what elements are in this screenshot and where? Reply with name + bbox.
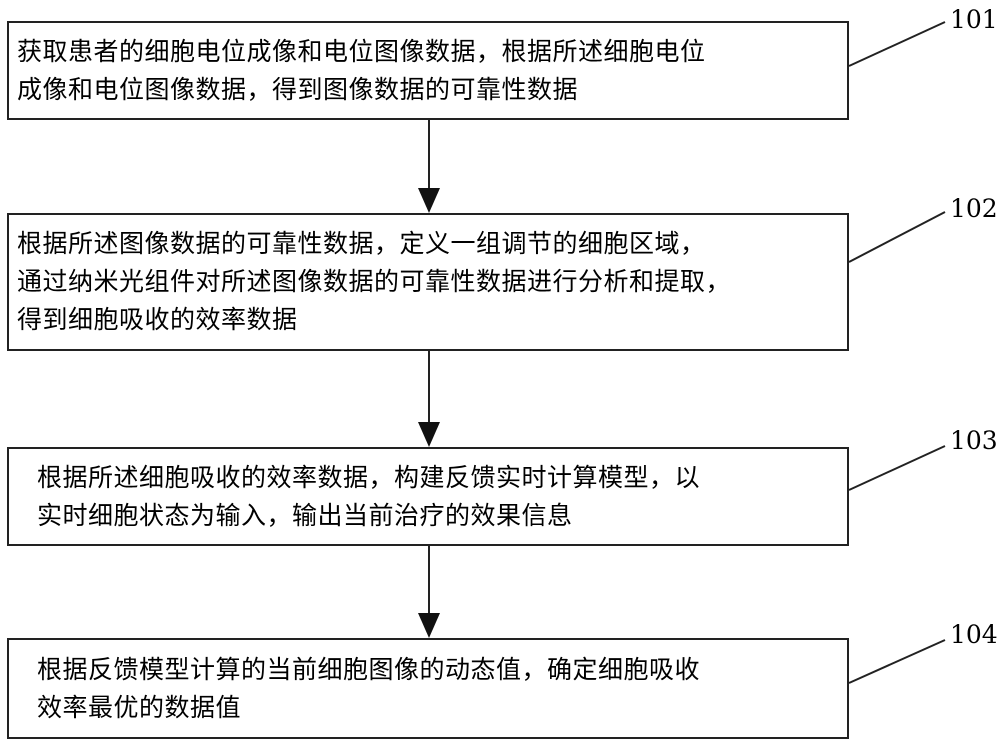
ref-label-104: 104 <box>950 620 998 649</box>
step-104-line-2: 效率最优的数据值 <box>37 692 242 722</box>
step-102-line-3: 得到细胞吸收的效率数据 <box>17 305 298 334</box>
step-text-103: 根据所述细胞吸收的效率数据，构建反馈实时计算模型，以 实时细胞状态为输入，输出当… <box>37 459 700 535</box>
step-text-102: 根据所述图像数据的可靠性数据，定义一组调节的细胞区域， 通过纳米光组件对所述图像… <box>17 225 731 339</box>
step-box-101: 获取患者的细胞电位成像和电位图像数据，根据所述细胞电位 成像和电位图像数据，得到… <box>7 21 849 120</box>
step-102-line-1: 根据所述图像数据的可靠性数据，定义一组调节的细胞区域， <box>17 229 706 258</box>
step-102-line-2: 通过纳米光组件对所述图像数据的可靠性数据进行分析和提取， <box>17 267 732 296</box>
leader-line-103 <box>848 445 946 491</box>
step-text-101: 获取患者的细胞电位成像和电位图像数据，根据所述细胞电位 成像和电位图像数据，得到… <box>17 33 706 109</box>
ref-label-103: 103 <box>950 426 998 455</box>
step-101-line-1: 获取患者的细胞电位成像和电位图像数据，根据所述细胞电位 <box>17 36 706 66</box>
leader-line-104 <box>848 639 946 684</box>
step-box-104: 根据反馈模型计算的当前细胞图像的动态值，确定细胞吸收 效率最优的数据值 <box>7 638 849 739</box>
ref-label-101: 101 <box>950 5 998 34</box>
step-103-line-1: 根据所述细胞吸收的效率数据，构建反馈实时计算模型，以 <box>37 462 701 492</box>
step-text-104: 根据反馈模型计算的当前细胞图像的动态值，确定细胞吸收 效率最优的数据值 <box>37 651 700 727</box>
leader-line-101 <box>848 21 946 67</box>
arrow-101-102-head <box>418 188 440 213</box>
arrow-102-103-head <box>418 422 440 447</box>
leader-line-102 <box>848 211 946 263</box>
ref-label-102: 102 <box>950 194 998 223</box>
step-101-line-2: 成像和电位图像数据，得到图像数据的可靠性数据 <box>17 74 579 104</box>
step-103-line-2: 实时细胞状态为输入，输出当前治疗的效果信息 <box>37 500 573 530</box>
step-box-102: 根据所述图像数据的可靠性数据，定义一组调节的细胞区域， 通过纳米光组件对所述图像… <box>7 213 849 351</box>
step-box-103: 根据所述细胞吸收的效率数据，构建反馈实时计算模型，以 实时细胞状态为输入，输出当… <box>7 447 849 546</box>
step-104-line-1: 根据反馈模型计算的当前细胞图像的动态值，确定细胞吸收 <box>37 654 701 684</box>
arrow-103-104-head <box>418 613 440 638</box>
